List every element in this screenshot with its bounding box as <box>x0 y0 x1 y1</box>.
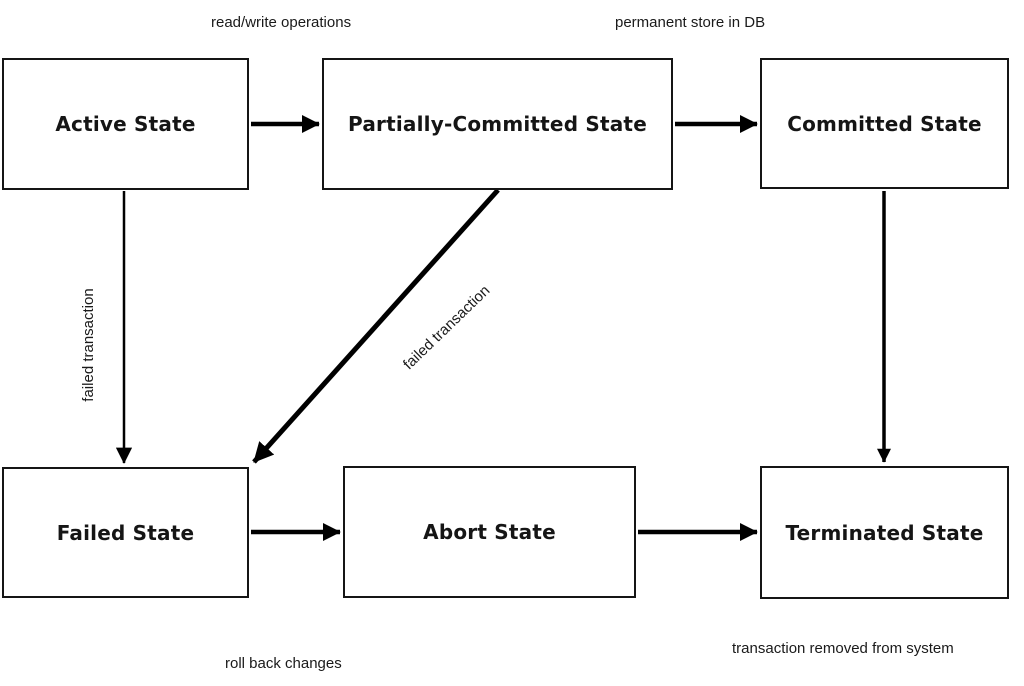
edge-label-permanent-store-in-db: permanent store in DB <box>615 14 766 31</box>
node-partially-committed-state: Partially-Committed State <box>322 58 673 190</box>
node-committed-state-label: Committed State <box>787 111 982 136</box>
node-active-state: Active State <box>2 58 249 190</box>
edge-label-read-write-operations: read/write operations <box>211 14 352 31</box>
node-partially-committed-state-label: Partially-Committed State <box>348 112 647 136</box>
edge-label-failed-transaction-diagonal: failed transaction <box>399 282 494 374</box>
node-abort-state: Abort State <box>343 466 636 598</box>
node-terminated-state: Terminated State <box>760 466 1009 599</box>
node-active-state-label: Active State <box>55 112 196 136</box>
edge-label-failed-transaction-vertical: failed transaction <box>80 288 97 402</box>
node-terminated-state-label: Terminated State <box>785 520 984 545</box>
node-failed-state: Failed State <box>2 467 249 598</box>
edge-label-transaction-removed-from-system: transaction removed from system <box>732 640 954 657</box>
edge-label-roll-back-changes: roll back changes <box>225 655 342 672</box>
node-abort-state-label: Abort State <box>423 520 556 544</box>
node-failed-state-label: Failed State <box>56 520 195 545</box>
node-committed-state: Committed State <box>760 58 1009 189</box>
